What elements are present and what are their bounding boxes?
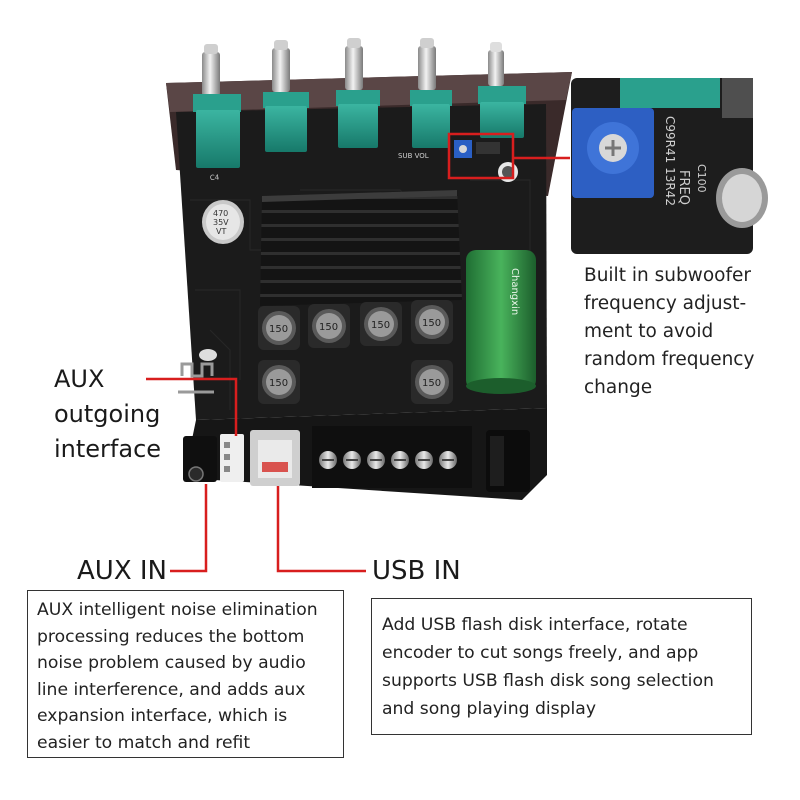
- rotary-encoder: [478, 86, 526, 138]
- freq-note-line: Built in subwoofer: [584, 265, 751, 286]
- freq-note-line: frequency adjust-: [584, 293, 747, 314]
- inductor: 150: [411, 300, 453, 344]
- inductor-group: 150 150 150 150 150: [258, 300, 453, 404]
- screw-terminal-icon: [415, 451, 433, 469]
- knob-icon: [418, 38, 436, 90]
- inductor: 150: [308, 304, 350, 348]
- cap-small-line1: 470: [213, 209, 228, 218]
- potentiometer-icon: [572, 108, 654, 198]
- screw-terminal-icon: [343, 451, 361, 469]
- aux-box-line: line interference, and adds aux: [37, 679, 306, 700]
- silk-c100: C100: [695, 164, 708, 193]
- aux-outgoing-label: AUX outgoing interface: [54, 362, 161, 467]
- inductor-label: 150: [269, 378, 288, 389]
- aux-out-line: outgoing: [54, 400, 161, 428]
- knob-row: [202, 38, 504, 96]
- inductor-label: 150: [269, 324, 288, 335]
- usb-port-icon: [250, 430, 300, 486]
- aux-box-line: AUX intelligent noise elimination: [37, 600, 318, 620]
- pot-row: [193, 86, 526, 168]
- svg-text:C4: C4: [210, 173, 220, 182]
- aux-box-line: noise problem caused by audio: [37, 653, 306, 673]
- dc-jack-icon: [486, 430, 530, 492]
- usb-in-leader: [276, 486, 366, 573]
- aux-in-description-box: AUX intelligent noise elimination proces…: [27, 590, 344, 758]
- leader-lines: [146, 377, 366, 573]
- inductor-label: 150: [319, 322, 338, 333]
- inductor-label: 150: [422, 378, 441, 389]
- aux-out-connector: [220, 434, 244, 482]
- inductor: 150: [258, 360, 300, 404]
- usb-box-line: encoder to cut songs freely, and app: [382, 643, 699, 663]
- aux-box-line: processing reduces the bottom: [37, 626, 305, 647]
- potentiometer-icon: [410, 90, 452, 148]
- inductor: 150: [360, 302, 402, 346]
- usb-box-line: supports USB flash disk song selection: [382, 671, 714, 691]
- usb-in-description-box: Add USB flash disk interface, rotate enc…: [371, 598, 752, 735]
- screw-terminal-icon: [391, 451, 409, 469]
- aux-box-line: expansion interface, which is: [37, 706, 288, 726]
- freq-note-line: change: [584, 377, 653, 398]
- large-capacitor: Changxin: [466, 250, 536, 394]
- potentiometer-icon: [193, 94, 241, 168]
- inductor-label: 150: [371, 320, 390, 331]
- aux-in-leader: [170, 484, 208, 573]
- aux-in-label: AUX IN: [77, 556, 168, 586]
- usb-in-label: USB IN: [372, 556, 461, 586]
- crystal: [199, 349, 217, 361]
- aux-out-line: interface: [54, 435, 162, 463]
- silk-codes: C99R41 13R42: [663, 116, 677, 206]
- capacitor-brand: Changxin: [509, 268, 520, 315]
- freq-note: Built in subwoofer frequency adjust- men…: [584, 262, 754, 402]
- small-capacitor: 470 35V VT: [202, 200, 244, 244]
- inductor: 150: [411, 360, 453, 404]
- usb-box-line: and song playing display: [382, 699, 596, 719]
- aux-out-line: AUX: [54, 365, 105, 393]
- freq-note-line: random frequency: [584, 349, 755, 370]
- freq-note-line: ment to avoid: [584, 321, 714, 342]
- silk-freq: FREQ: [676, 170, 691, 205]
- knob-icon: [272, 40, 290, 92]
- silk-sub-vol: SUB VOL: [398, 152, 429, 160]
- bluetooth-antenna-icon: [178, 362, 214, 394]
- freq-highlight-box: [447, 132, 515, 180]
- potentiometer-icon: [336, 90, 380, 148]
- knob-icon: [488, 42, 504, 86]
- usb-box-line: Add USB flash disk interface, rotate: [382, 615, 688, 635]
- cap-small-line3: VT: [216, 227, 226, 236]
- screw-terminal-icon: [367, 451, 385, 469]
- screw-terminal-block: [312, 426, 472, 488]
- knob-icon: [202, 44, 220, 96]
- screw-terminal-icon: [319, 451, 337, 469]
- inductor-label: 150: [422, 318, 441, 329]
- inductor: 150: [258, 306, 300, 350]
- knob-icon: [345, 38, 363, 90]
- potentiometer-icon: [263, 92, 309, 152]
- cap-small-line2: 35V: [213, 218, 229, 227]
- aux-box-line: easier to match and refit: [37, 732, 251, 753]
- audio-jack-icon: [183, 436, 217, 482]
- screw-terminal-icon: [439, 451, 457, 469]
- aux-out-leader: [146, 377, 238, 436]
- heatsink: [260, 190, 462, 306]
- freq-closeup-inset: C99R41 13R42 FREQ C100: [571, 78, 768, 254]
